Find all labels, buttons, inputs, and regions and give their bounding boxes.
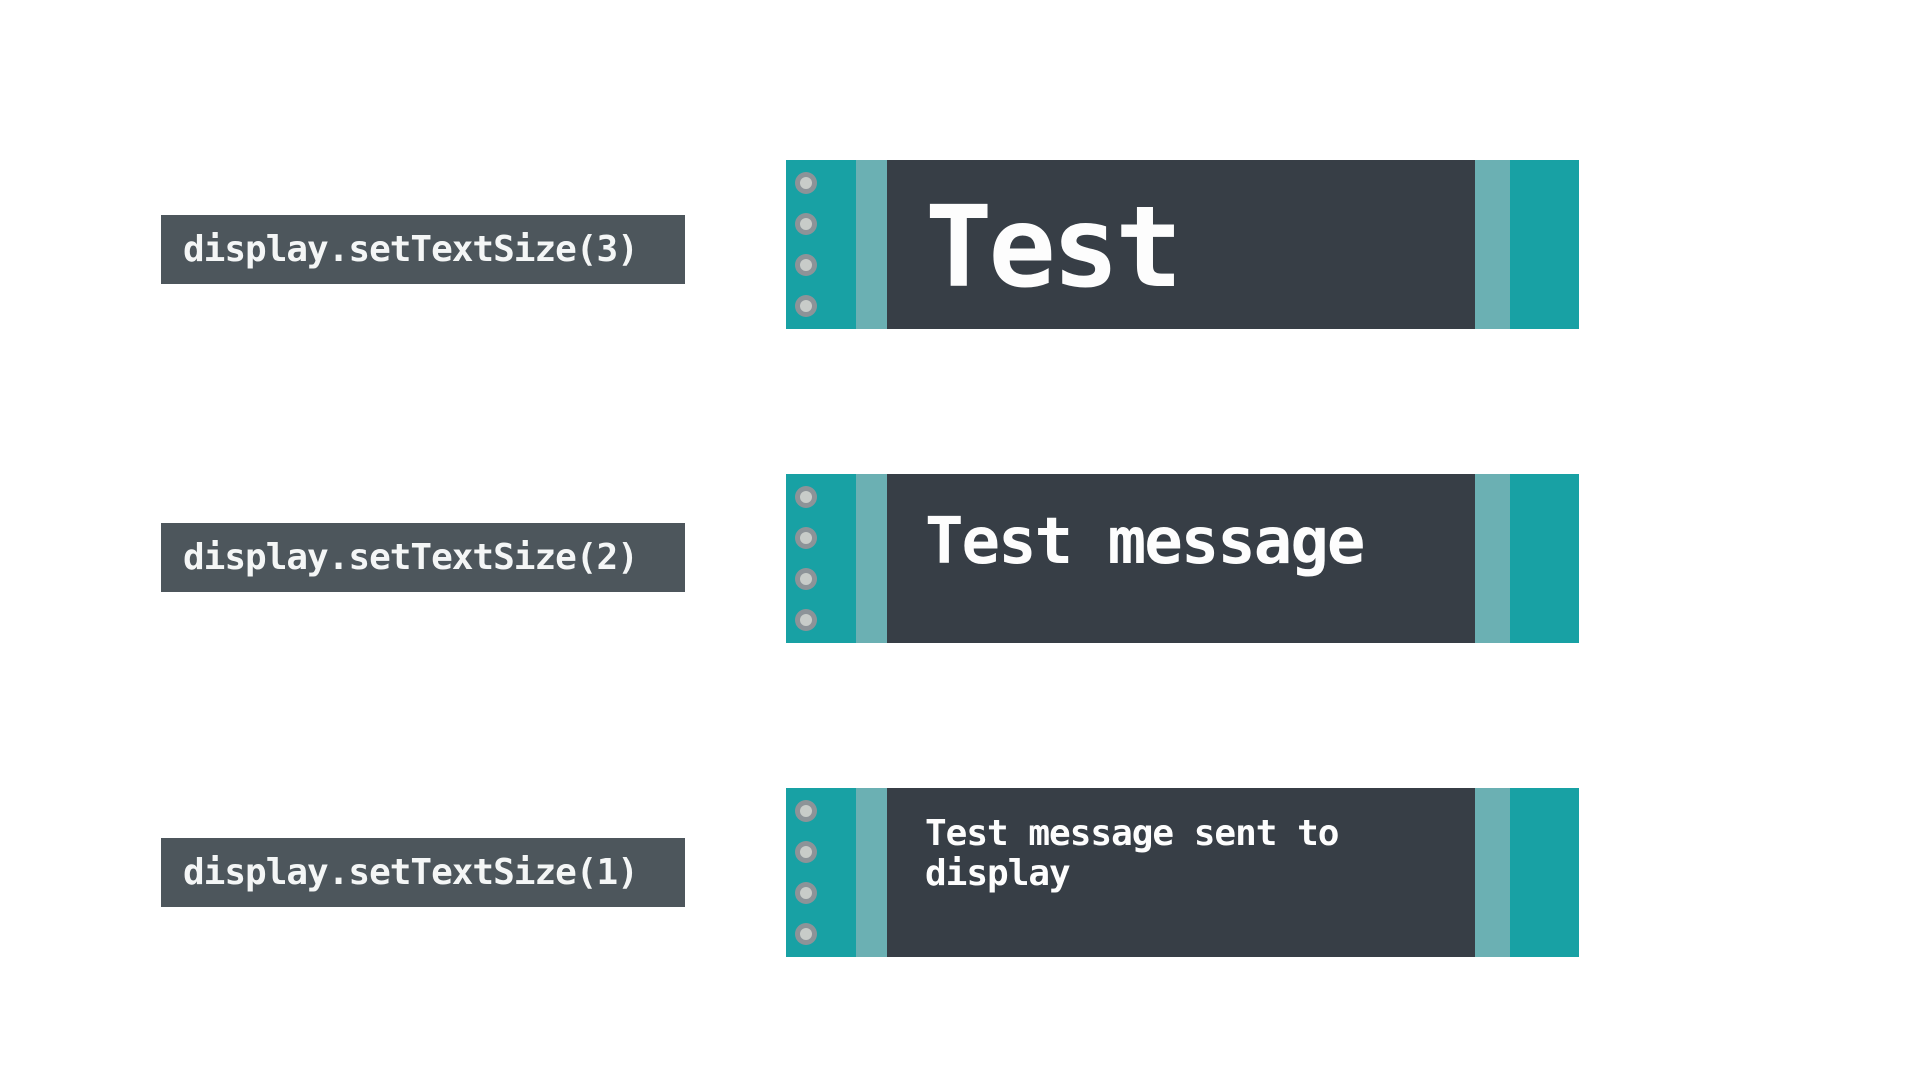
pcb-strip-left: [786, 474, 856, 643]
pcb-strip-right: [1510, 160, 1579, 329]
screen-text-line: Test: [925, 183, 1183, 313]
pin-hole-icon: [795, 841, 817, 863]
pin-hole-icon: [795, 213, 817, 235]
pin-hole-icon: [795, 568, 817, 590]
oled-screen: Test message sent to display: [887, 788, 1475, 957]
pcb-strip-left: [786, 788, 856, 957]
screen-text-line: display: [925, 853, 1071, 895]
oled-module-size-2: Test message: [786, 474, 1579, 643]
pin-hole-icon: [795, 172, 817, 194]
pcb-strip-right: [1510, 474, 1579, 643]
oled-screen: Test message: [887, 474, 1475, 643]
pin-hole-icon: [795, 295, 817, 317]
screen-text-line: Test message sent to: [925, 813, 1339, 854]
screen-bezel-left: [856, 788, 887, 957]
screen-bezel-left: [856, 474, 887, 643]
code-label-settextsize-3: display.setTextSize(3): [161, 215, 685, 284]
screen-bezel-left: [856, 160, 887, 329]
code-label-text: display.setTextSize(3): [183, 229, 639, 270]
pin-hole-icon: [795, 254, 817, 276]
oled-screen: Test: [887, 160, 1475, 329]
code-label-text: display.setTextSize(2): [183, 537, 639, 578]
screen-text-line: Test message: [925, 505, 1365, 579]
pin-hole-icon: [795, 527, 817, 549]
code-label-settextsize-1: display.setTextSize(1): [161, 838, 685, 907]
pin-hole-icon: [795, 800, 817, 822]
screen-bezel-right: [1475, 160, 1510, 329]
oled-module-size-1: Test message sent to display: [786, 788, 1579, 957]
pin-hole-icon: [795, 486, 817, 508]
pcb-strip-left: [786, 160, 856, 329]
pcb-strip-right: [1510, 788, 1579, 957]
oled-module-size-3: Test: [786, 160, 1579, 329]
pin-hole-icon: [795, 923, 817, 945]
screen-bezel-right: [1475, 474, 1510, 643]
screen-bezel-right: [1475, 788, 1510, 957]
pin-hole-icon: [795, 882, 817, 904]
code-label-settextsize-2: display.setTextSize(2): [161, 523, 685, 592]
code-label-text: display.setTextSize(1): [183, 852, 639, 893]
pin-hole-icon: [795, 609, 817, 631]
